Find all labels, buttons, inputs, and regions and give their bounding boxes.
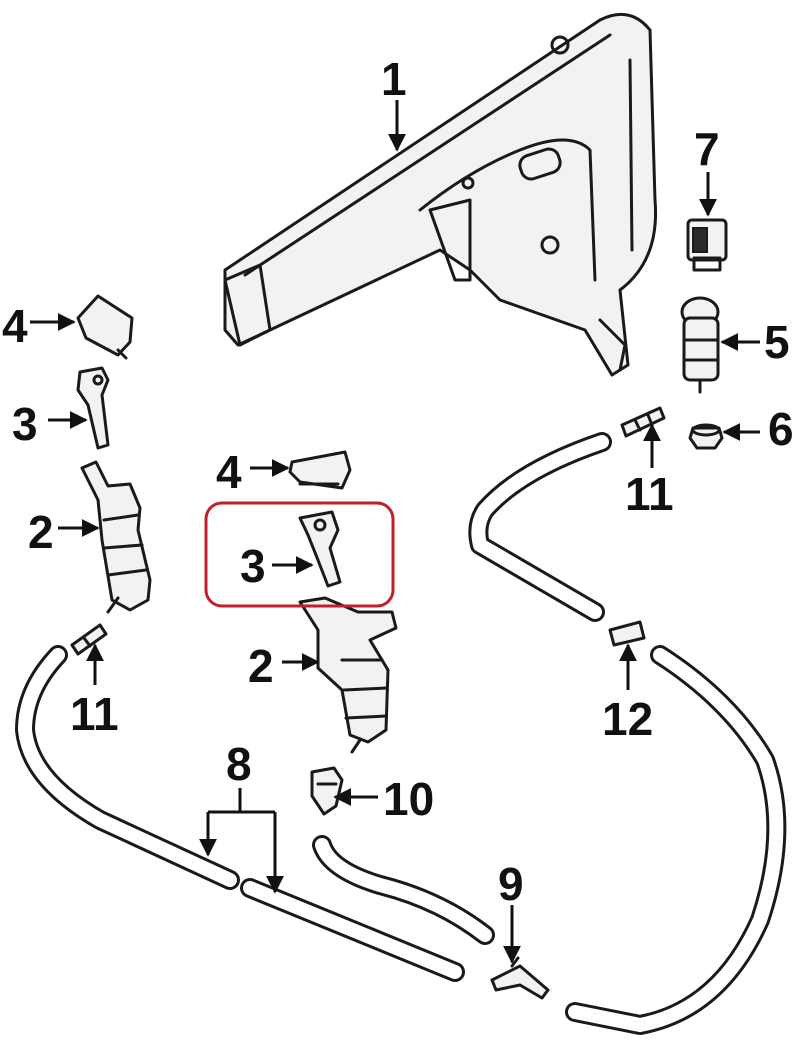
callout-1: 1 xyxy=(381,53,407,105)
callout-4-left: 4 xyxy=(2,300,28,352)
pump-grommet xyxy=(688,423,724,450)
washer-reservoir xyxy=(223,12,658,377)
callout-2-left: 2 xyxy=(28,506,54,558)
callout-9: 9 xyxy=(498,858,524,910)
callout-3-center: 3 xyxy=(240,540,266,592)
callout-11-left: 11 xyxy=(70,688,119,740)
washer-actuator-left xyxy=(80,460,152,614)
tee-connector xyxy=(490,956,550,1000)
callout-4-center: 4 xyxy=(216,446,242,498)
hose-connector-12 xyxy=(608,620,646,647)
washer-nozzle-center xyxy=(298,510,342,588)
hose-left xyxy=(15,645,240,890)
nozzle-cap-center xyxy=(288,450,352,490)
callout-8: 8 xyxy=(226,738,252,790)
callout-10: 10 xyxy=(383,773,434,825)
highlight-box xyxy=(204,501,395,608)
hose-connector-right xyxy=(620,406,666,438)
washer-pump xyxy=(680,296,720,394)
nozzle-cap-left xyxy=(76,294,134,360)
callout-3-left: 3 xyxy=(12,398,38,450)
hose-right-upper xyxy=(468,432,612,622)
check-valve xyxy=(310,766,344,816)
callout-6: 6 xyxy=(768,403,794,455)
washer-actuator-center xyxy=(298,596,398,754)
hose-center xyxy=(240,878,465,982)
hose-right-lower xyxy=(565,645,787,1035)
callout-12: 12 xyxy=(602,693,653,745)
level-sensor xyxy=(686,218,728,272)
washer-nozzle-left xyxy=(76,366,110,450)
callout-labels: 1 7 4 5 3 6 11 4 2 3 2 11 12 8 10 9 xyxy=(2,53,794,910)
callout-2-center: 2 xyxy=(248,640,274,692)
hose-connector-left xyxy=(70,623,108,656)
leader-lines xyxy=(30,100,760,964)
callout-5: 5 xyxy=(764,316,790,368)
hose-center-lower xyxy=(312,835,495,945)
callout-11-right: 11 xyxy=(625,468,674,520)
callout-7: 7 xyxy=(694,123,720,175)
